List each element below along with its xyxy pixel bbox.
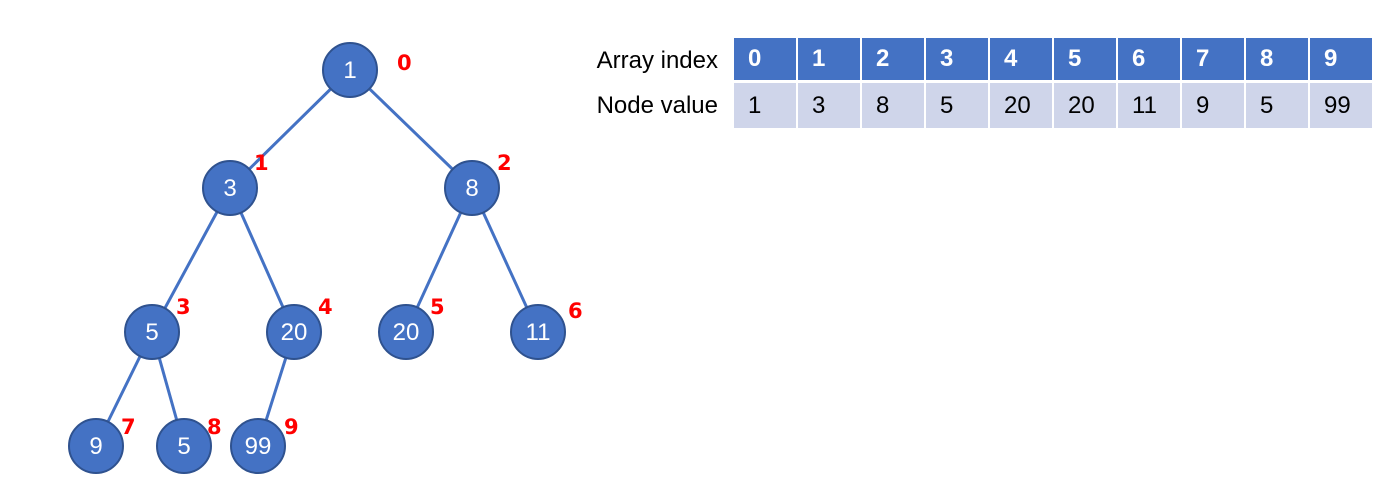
tree-node-index-label: 5 — [430, 295, 445, 319]
tree-node-value: 5 — [177, 433, 190, 460]
array-index-cell: 6 — [1118, 38, 1182, 83]
tree-node-circle — [202, 160, 258, 216]
tree-node: 53 — [124, 295, 191, 360]
tree-node-value: 20 — [393, 319, 420, 346]
tree-node-circle — [68, 418, 124, 474]
tree-node: 31 — [202, 151, 269, 216]
array-index-cell: 5 — [1054, 38, 1118, 83]
tree-node-index-label: 9 — [284, 415, 299, 439]
tree-node-circle — [230, 418, 286, 474]
node-value-label: Node value — [596, 91, 718, 119]
array-index-cell: 2 — [862, 38, 926, 83]
tree-node-value: 9 — [89, 433, 102, 460]
tree-node: 97 — [68, 415, 136, 474]
node-value-cell: 20 — [1054, 83, 1118, 128]
node-value-cell: 11 — [1118, 83, 1182, 128]
array-index-cell: 9 — [1310, 38, 1374, 83]
tree-node-circle — [266, 304, 322, 360]
array-index-cell: 8 — [1246, 38, 1310, 83]
tree-edge — [228, 68, 352, 190]
tree-node-circle — [322, 42, 378, 98]
tree-node-circle — [124, 304, 180, 360]
tree-node-circle — [156, 418, 212, 474]
tree-node-value: 11 — [526, 319, 551, 346]
tree-node-value: 8 — [465, 175, 478, 202]
tree-node-circle — [378, 304, 434, 360]
tree-edge — [348, 68, 474, 190]
tree-node-value: 1 — [343, 57, 356, 84]
node-value-cell: 9 — [1182, 83, 1246, 128]
tree-node-value: 99 — [245, 433, 272, 460]
tree-node-index-label: 0 — [397, 51, 412, 75]
array-index-label: Array index — [596, 46, 718, 74]
tree-node-circle — [444, 160, 500, 216]
tree-node-index-label: 8 — [207, 415, 222, 439]
array-index-cell: 3 — [926, 38, 990, 83]
tree-node-value: 3 — [223, 175, 236, 202]
array-index-cell: 0 — [734, 38, 798, 83]
node-value-cell: 5 — [1246, 83, 1310, 128]
array-index-cell: 1 — [798, 38, 862, 83]
tree-node-index-label: 4 — [318, 295, 333, 319]
tree-node: 58 — [156, 415, 222, 474]
array-index-cell: 4 — [990, 38, 1054, 83]
tree-node: 11 6 — [510, 299, 583, 360]
tree-node: 20 4 — [266, 295, 333, 360]
tree-node: 82 — [444, 151, 512, 216]
array-index-cell: 7 — [1182, 38, 1246, 83]
tree-node: 20 5 — [378, 295, 445, 360]
tree-node-circle — [510, 304, 566, 360]
node-value-cell: 20 — [990, 83, 1054, 128]
node-value-cell: 3 — [798, 83, 862, 128]
node-value-cell: 99 — [1310, 83, 1374, 128]
tree-node-value: 5 — [145, 319, 158, 346]
node-value-cell: 1 — [734, 83, 798, 128]
tree-node-index-label: 6 — [568, 299, 583, 323]
node-value-cell: 8 — [862, 83, 926, 128]
tree-node-index-label: 3 — [176, 295, 191, 319]
tree-node-index-label: 2 — [497, 151, 512, 175]
tree-node-value: 20 — [281, 319, 308, 346]
tree-edges — [94, 68, 540, 448]
tree-node: 999 — [230, 415, 299, 474]
node-value-cell: 5 — [926, 83, 990, 128]
tree-node-index-label: 1 — [254, 151, 269, 175]
array-table: Array index 0 1 2 3 4 5 6 7 8 9 Node val… — [586, 38, 1374, 128]
tree-node-index-label: 7 — [121, 415, 136, 439]
